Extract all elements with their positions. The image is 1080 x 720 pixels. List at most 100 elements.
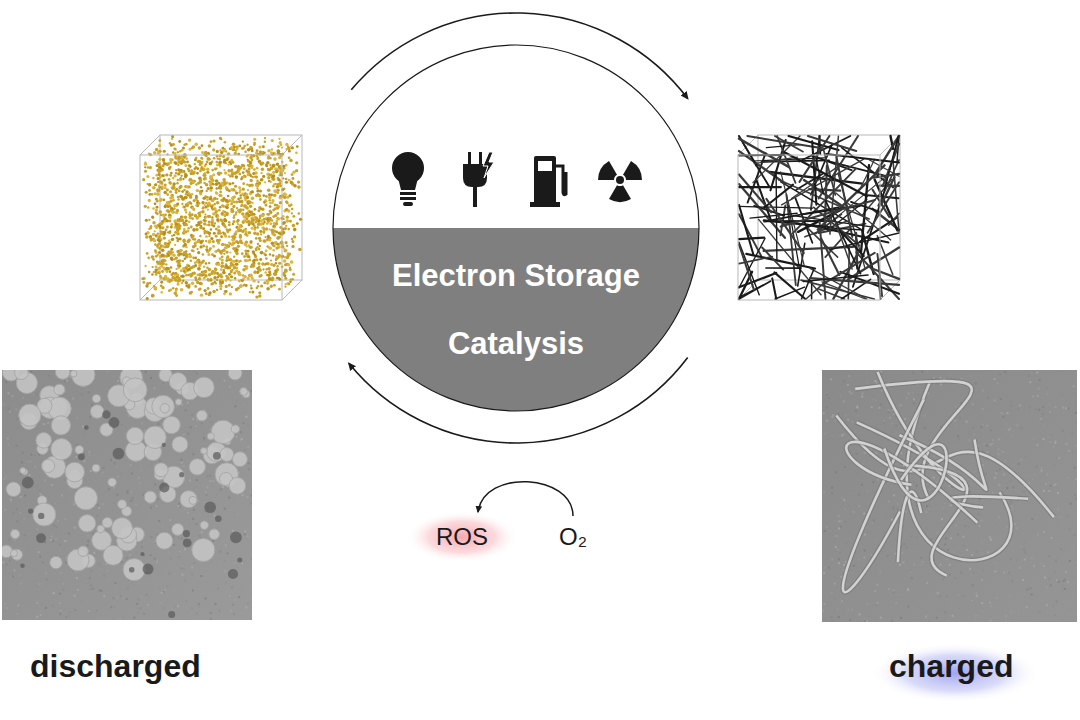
gold-particle: [185, 219, 188, 222]
gold-particle: [215, 228, 218, 231]
gold-particle: [217, 218, 220, 221]
gold-particle: [216, 240, 219, 243]
gold-particle: [250, 222, 253, 225]
particle-cube: [140, 135, 302, 300]
gold-particle: [168, 216, 171, 219]
gold-particle: [156, 161, 159, 164]
gold-particle: [208, 273, 211, 276]
gold-particle: [239, 197, 242, 200]
gold-particle: [169, 200, 172, 203]
gold-particle: [225, 206, 229, 210]
gold-particle: [225, 285, 228, 288]
gold-particle: [267, 149, 271, 153]
gold-particle: [172, 182, 175, 185]
gold-particle: [260, 233, 262, 235]
gold-particle: [226, 244, 229, 247]
gold-particle: [284, 268, 288, 272]
gold-particle: [154, 225, 157, 228]
gold-particle: [238, 224, 241, 227]
gold-particle: [261, 162, 264, 165]
gold-particle: [274, 194, 277, 197]
gold-particle: [263, 194, 266, 197]
gold-particle: [223, 292, 226, 295]
gold-particle: [246, 206, 249, 209]
gold-particle: [211, 223, 214, 226]
gold-particle: [283, 192, 286, 195]
gold-particle: [201, 190, 204, 193]
gold-particle: [247, 209, 251, 213]
gold-particle: [180, 175, 182, 177]
gold-particle: [259, 274, 262, 277]
gold-particle: [242, 188, 245, 191]
gold-particle: [273, 284, 276, 287]
gold-particle: [283, 196, 286, 199]
gold-particle: [217, 232, 220, 235]
gold-particle: [207, 158, 210, 161]
gold-particle: [291, 177, 294, 180]
gold-particle: [191, 217, 194, 220]
gold-particle: [180, 218, 183, 221]
gold-particle: [174, 258, 176, 260]
gold-particle: [239, 260, 241, 262]
gold-particle: [197, 267, 200, 270]
gold-particle: [186, 240, 190, 244]
gold-particle: [264, 200, 267, 203]
gold-particle: [197, 267, 201, 271]
gold-particle: [288, 204, 290, 206]
gold-particle: [201, 152, 203, 154]
gold-particle: [192, 256, 194, 258]
gold-particle: [274, 207, 277, 210]
gold-particle: [207, 152, 210, 155]
gold-particle: [219, 161, 222, 164]
gold-particle: [272, 225, 276, 229]
gold-particle: [229, 279, 231, 281]
gold-particle: [162, 213, 165, 216]
gold-particle: [151, 266, 153, 268]
gold-particle: [166, 226, 169, 229]
gold-particle: [258, 183, 260, 185]
gold-particle: [145, 191, 148, 194]
gold-particle: [262, 239, 266, 243]
gold-particle: [272, 164, 276, 168]
gold-particle: [222, 149, 225, 152]
gold-particle: [179, 178, 182, 181]
gold-particle: [278, 138, 280, 140]
gold-particle: [152, 207, 155, 210]
gold-particle: [214, 168, 217, 171]
gold-particle: [238, 186, 241, 189]
gold-particle: [213, 271, 216, 274]
gold-particle: [177, 164, 179, 166]
gold-particle: [276, 277, 279, 280]
gold-particle: [150, 238, 153, 241]
gold-particle: [157, 238, 160, 241]
gold-particle: [245, 193, 248, 196]
gold-particle: [239, 208, 242, 211]
gold-particle: [207, 279, 210, 282]
gold-particle: [238, 144, 241, 147]
gold-particle: [148, 271, 150, 273]
gold-particle: [225, 150, 227, 152]
gold-particle: [215, 282, 217, 284]
gold-particle: [225, 186, 228, 189]
gold-particle: [178, 171, 181, 174]
gold-particle: [268, 196, 272, 200]
gold-particle: [168, 240, 170, 242]
gold-particle: [251, 290, 254, 293]
gold-particle: [162, 245, 165, 248]
gold-particle: [209, 291, 212, 294]
gold-particle: [228, 284, 231, 287]
gold-particle: [187, 227, 189, 229]
gold-particle: [194, 168, 197, 171]
gold-particle: [262, 231, 265, 234]
gold-particle: [174, 162, 177, 165]
gold-particle: [209, 184, 212, 187]
gold-particle: [225, 187, 228, 190]
gold-particle: [181, 149, 184, 152]
gold-particle: [207, 287, 210, 290]
gold-particle: [195, 241, 198, 244]
gold-particle: [204, 204, 206, 206]
gold-particle: [271, 241, 275, 245]
gold-particle: [209, 162, 213, 166]
gold-particle: [224, 141, 227, 144]
gold-particle: [244, 230, 247, 233]
